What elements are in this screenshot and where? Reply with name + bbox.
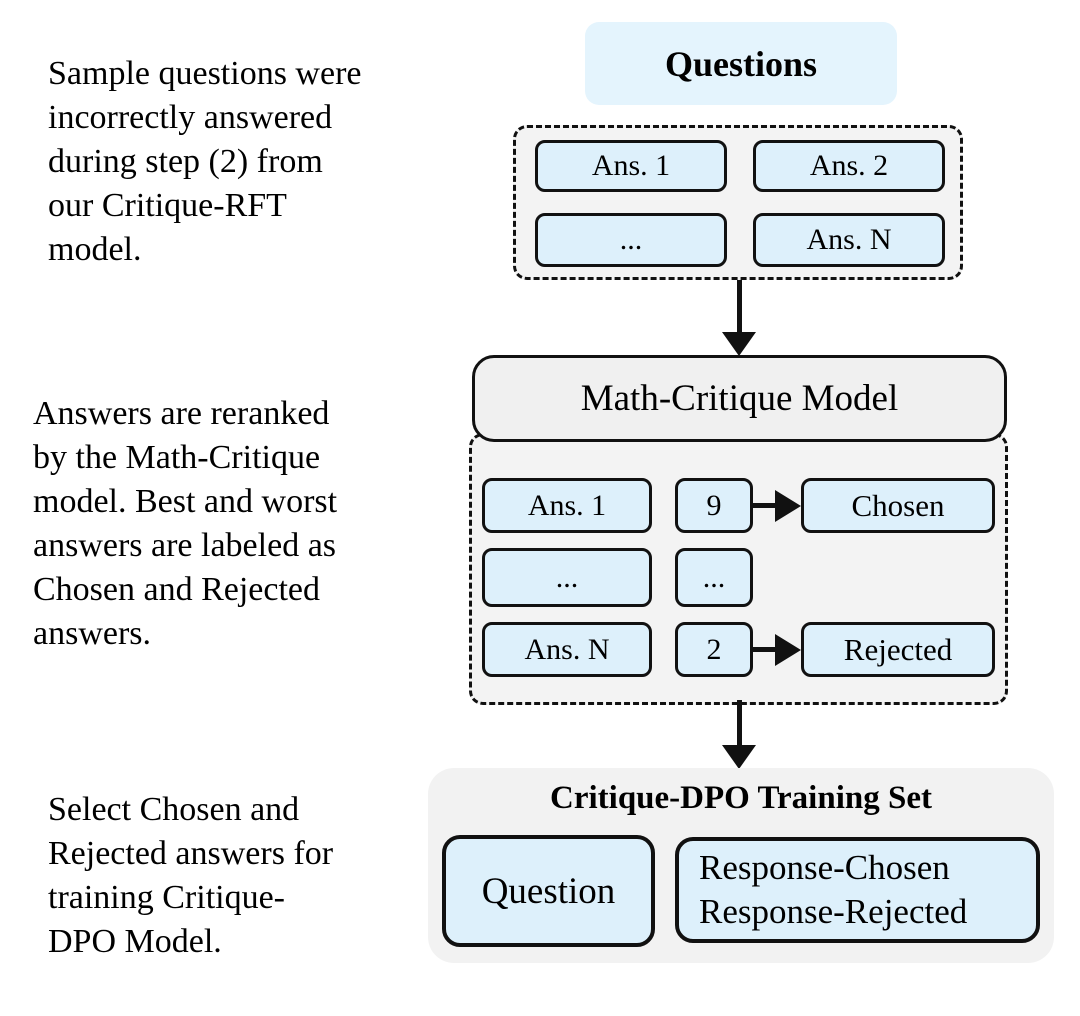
down-arrow-head (722, 332, 756, 356)
rerank-row-ellipsis: ... ... (482, 548, 753, 607)
math-critique-model-box: Math-Critique Model (472, 355, 1007, 442)
questions-label: Questions (664, 43, 818, 84)
answer-box-ellipsis: ... (535, 213, 727, 267)
answer-box-n: Ans. N (753, 213, 945, 267)
right-arrow-icon (753, 489, 801, 522)
answer-box-1-label: Ans. 1 (591, 149, 671, 182)
rerank-container: Ans. 1 9 Chosen ... ... Ans. N 2 (469, 433, 1008, 705)
down-arrow-stem (736, 700, 742, 745)
note-sampling-step: Sample questions were incorrectly answer… (48, 55, 362, 268)
right-arrow-stem (753, 647, 775, 652)
math-critique-model-label: Math-Critique Model (580, 378, 899, 419)
score-9-label: 9 (706, 488, 722, 522)
right-arrow-head (775, 489, 801, 522)
rejected-box: Rejected (801, 622, 995, 677)
response-pair-box: Response-Chosen Response-Rejected (675, 837, 1040, 943)
questions-banner: Questions (585, 22, 897, 105)
score-box-9: 9 (675, 478, 753, 533)
answer-box-n-label: Ans. N (806, 223, 892, 256)
training-set-title: Critique-DPO Training Set (550, 780, 932, 816)
right-arrow-head (775, 633, 801, 666)
down-arrow-head (722, 745, 756, 769)
rejected-label: Rejected (843, 631, 953, 667)
rerank-row-chosen: Ans. 1 9 Chosen (482, 478, 995, 533)
sampled-answers-container: Ans. 1 Ans. 2 ... Ans. N (513, 125, 963, 280)
score-2-label: 2 (706, 632, 722, 666)
training-set-container: Critique-DPO Training Set Question Respo… (428, 768, 1054, 963)
note-reranking-step: Answers are reranked by the Math-Critiqu… (33, 395, 338, 652)
chosen-label: Chosen (851, 487, 945, 523)
rerank-answer-n-label: Ans. N (524, 632, 610, 666)
down-arrow-icon (722, 280, 756, 356)
right-arrow-stem (753, 503, 775, 508)
rerank-answer-box-ellipsis: ... (482, 548, 652, 607)
chosen-box: Chosen (801, 478, 995, 533)
question-box: Question (442, 835, 655, 947)
rerank-answer-box-n: Ans. N (482, 622, 652, 677)
question-label: Question (481, 870, 616, 912)
score-ellipsis-label: ... (702, 560, 726, 594)
answer-box-ellipsis-label: ... (619, 223, 643, 256)
answer-box-2-label: Ans. 2 (809, 149, 889, 182)
rerank-answer-ellipsis-label: ... (555, 560, 579, 594)
answer-box-1: Ans. 1 (535, 140, 727, 192)
score-box-ellipsis: ... (675, 548, 753, 607)
answer-box-2: Ans. 2 (753, 140, 945, 192)
down-arrow-icon (722, 700, 756, 769)
down-arrow-stem (736, 280, 742, 332)
score-box-2: 2 (675, 622, 753, 677)
rerank-row-rejected: Ans. N 2 Rejected (482, 622, 995, 677)
rerank-answer-1-label: Ans. 1 (527, 488, 607, 522)
right-arrow-icon (753, 633, 801, 666)
note-training-step: Select Chosen and Rejected answers for t… (48, 791, 334, 960)
response-pair-label: Response-Chosen Response-Rejected (699, 848, 968, 931)
rerank-answer-box-1: Ans. 1 (482, 478, 652, 533)
